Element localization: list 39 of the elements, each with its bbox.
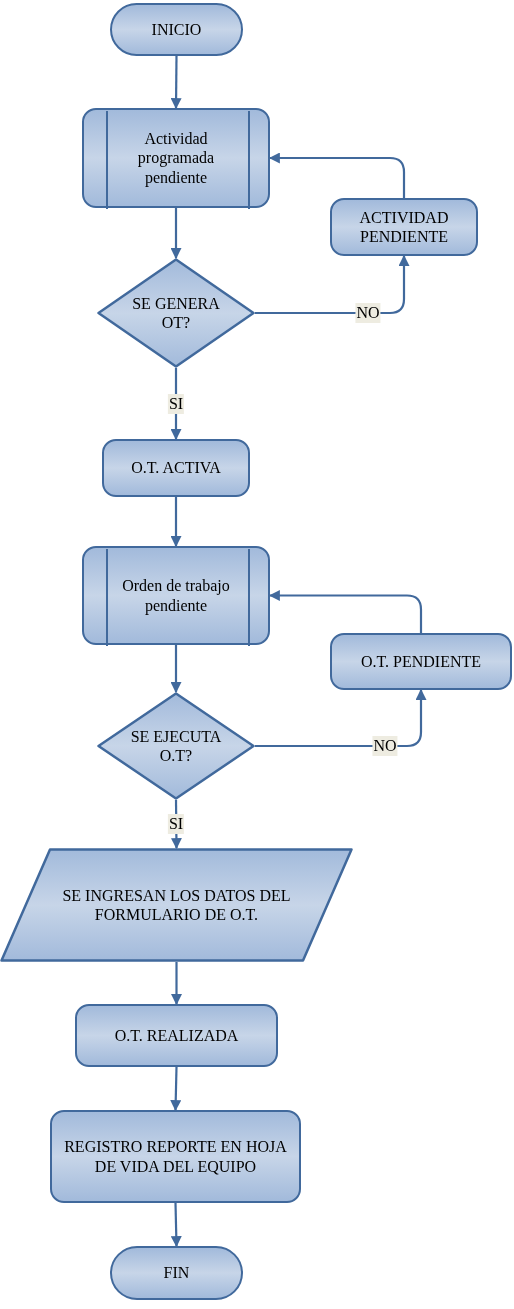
edge-label: SI bbox=[167, 814, 185, 834]
subprocess-box bbox=[82, 108, 270, 208]
process-box bbox=[75, 1004, 278, 1067]
node-text: SE INGRESAN LOS DATOS DEL FORMULARIO DE O.T. bbox=[62, 885, 291, 925]
arrow bbox=[170, 208, 182, 260]
node-text: SE EJECUTA O.T? bbox=[129, 726, 223, 766]
arrow bbox=[170, 1066, 182, 1112]
arrow bbox=[255, 688, 427, 748]
decision-diamond bbox=[97, 258, 255, 368]
arrow bbox=[170, 497, 182, 548]
process-box bbox=[330, 198, 478, 256]
arrow bbox=[268, 152, 406, 198]
decision-diamond bbox=[97, 692, 255, 800]
node-text: INICIO bbox=[151, 19, 202, 40]
node-text: Actividad programada pendiente bbox=[136, 129, 216, 187]
node-text: Orden de trabajo pendiente bbox=[121, 576, 231, 615]
process-box bbox=[50, 1110, 301, 1203]
arrow bbox=[170, 1202, 182, 1248]
input-parallelogram bbox=[0, 848, 353, 962]
terminal-box bbox=[110, 1246, 243, 1300]
arrow bbox=[255, 254, 410, 315]
terminal-box bbox=[110, 3, 243, 56]
arrow bbox=[171, 962, 182, 1006]
edge-label: NO bbox=[372, 736, 398, 756]
arrow bbox=[268, 590, 423, 633]
edge-label: SI bbox=[167, 393, 185, 414]
node-text: O.T. ACTIVA bbox=[131, 458, 221, 478]
process-box bbox=[330, 633, 512, 690]
node-text: O.T. REALIZADA bbox=[114, 1025, 239, 1046]
node-text: O.T. PENDIENTE bbox=[360, 651, 482, 672]
node-text: REGISTRO REPORTE EN HOJA DE VIDA DEL EQUIPO bbox=[63, 1137, 288, 1176]
node-text: FIN bbox=[163, 1263, 190, 1283]
process-box bbox=[102, 439, 250, 497]
subprocess-box bbox=[82, 546, 270, 645]
edge-label: NO bbox=[355, 303, 381, 323]
arrow bbox=[170, 56, 182, 110]
arrow bbox=[170, 645, 182, 694]
node-text: ACTIVIDAD PENDIENTE bbox=[358, 207, 450, 247]
node-text: SE GENERA OT? bbox=[131, 293, 221, 333]
